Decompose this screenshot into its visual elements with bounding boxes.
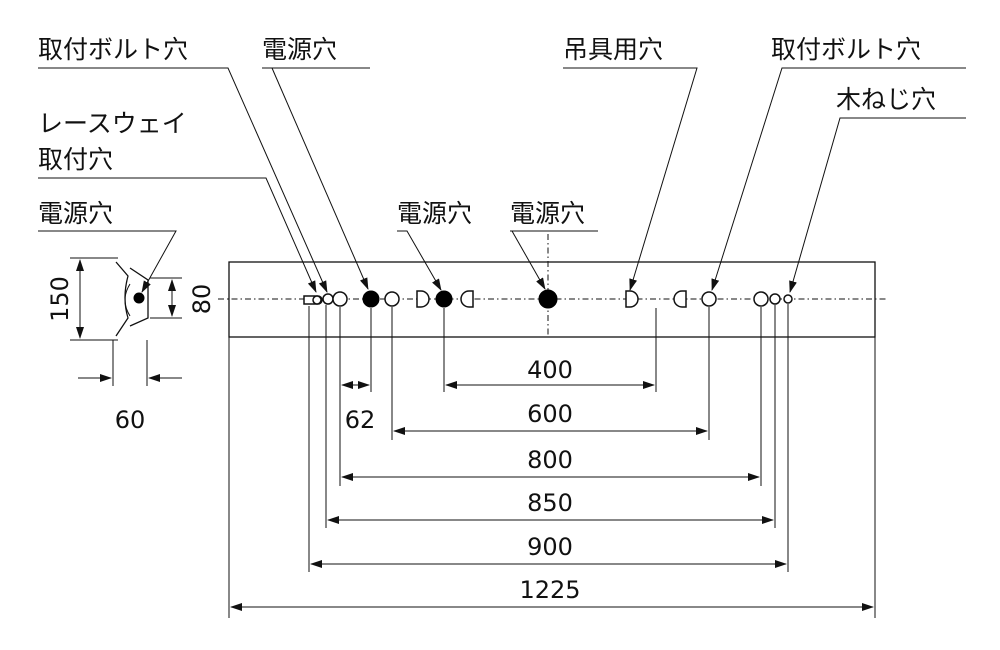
hanger-hole-right-2 bbox=[673, 290, 687, 308]
label-raceway-line2: 取付穴 bbox=[38, 145, 113, 174]
label-mounting-bolt-hole-right: 取付ボルト穴 bbox=[771, 35, 921, 64]
dim-60: 60 bbox=[115, 406, 146, 434]
callouts: 取付ボルト穴 電源穴 レースウェイ 取付穴 電源穴 電源穴 吊具用穴 取付ボルト… bbox=[38, 35, 966, 293]
side-power-hole bbox=[133, 292, 145, 304]
label-hanger-hole: 吊具用穴 bbox=[563, 35, 663, 64]
dim-600: 600 bbox=[527, 400, 573, 428]
label-mounting-bolt-hole-left: 取付ボルト穴 bbox=[38, 35, 188, 64]
label-power-hole-mid1: 電源穴 bbox=[397, 199, 472, 228]
mount-bolt-hole-left bbox=[332, 291, 348, 307]
hanger-hole-left bbox=[416, 290, 430, 308]
dim-800: 800 bbox=[527, 446, 573, 474]
label-power-hole-top: 電源穴 bbox=[262, 35, 337, 64]
dim-900: 900 bbox=[527, 533, 573, 561]
label-power-hole-mid2: 電源穴 bbox=[510, 199, 585, 228]
dim-850: 850 bbox=[527, 489, 573, 517]
label-raceway-line1: レースウェイ bbox=[38, 109, 187, 138]
dim-400: 400 bbox=[527, 356, 573, 384]
side-view-body bbox=[129, 267, 149, 327]
hole-600-left bbox=[384, 291, 400, 307]
label-wood-screw-hole: 木ねじ穴 bbox=[836, 85, 936, 114]
mount-bolt-hole-right bbox=[701, 291, 717, 307]
holes bbox=[303, 289, 793, 309]
wood-screw-hole bbox=[783, 294, 793, 304]
hanger-hole bbox=[625, 290, 639, 308]
side-view: 電源穴 150 80 60 bbox=[38, 199, 216, 434]
dim-62: 62 bbox=[345, 406, 376, 434]
label-power-hole-side: 電源穴 bbox=[38, 199, 113, 228]
power-hole-1 bbox=[362, 290, 380, 308]
dimension-lines: 62 400 600 800 850 900 1225 bbox=[230, 356, 874, 611]
hole-800-right bbox=[753, 291, 769, 307]
hole-850-right bbox=[769, 293, 781, 305]
hanger-hole-left-2 bbox=[460, 290, 474, 308]
power-hole-center bbox=[538, 289, 558, 309]
dim-1225: 1225 bbox=[519, 576, 580, 604]
side-power-leader bbox=[38, 230, 177, 293]
extension-lines bbox=[228, 304, 876, 618]
power-hole-2 bbox=[435, 290, 453, 308]
mount-bolt-hole-left-small bbox=[322, 293, 334, 305]
dim-80: 80 bbox=[188, 284, 216, 315]
dim-150: 150 bbox=[46, 276, 74, 322]
side-view-bracket bbox=[115, 261, 129, 337]
